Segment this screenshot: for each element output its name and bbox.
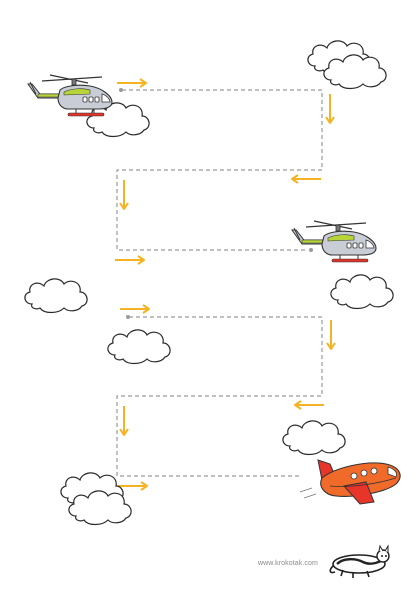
footer-url-text: www.krokotak.com: [258, 560, 318, 567]
arrow-down-icon: [325, 93, 335, 124]
arrow-down-icon: [119, 405, 129, 436]
dashed-trace-path: [116, 89, 323, 477]
arrow-right-icon: [116, 78, 147, 88]
cloud-icon: [330, 274, 394, 310]
cloud-icon: [323, 54, 387, 90]
arrow-down-icon: [119, 179, 129, 210]
helicopter-icon: [291, 220, 377, 263]
path-start-dot: [119, 88, 123, 92]
cloud-icon: [107, 329, 171, 365]
arrow-left-icon: [291, 174, 322, 184]
cloud-icon: [24, 278, 88, 314]
arrow-left-icon: [294, 400, 325, 410]
arrow-right-icon: [114, 255, 145, 265]
cloud-icon: [68, 490, 132, 526]
arrow-right-icon: [117, 481, 148, 491]
arrow-down-icon: [326, 319, 336, 350]
path-end-dot: [309, 248, 313, 252]
cloud-icon: [282, 420, 346, 456]
cat-logo-icon: [329, 544, 390, 578]
airplane-icon: [299, 459, 401, 505]
arrow-right-icon: [119, 304, 150, 314]
path-start-dot: [126, 315, 130, 319]
